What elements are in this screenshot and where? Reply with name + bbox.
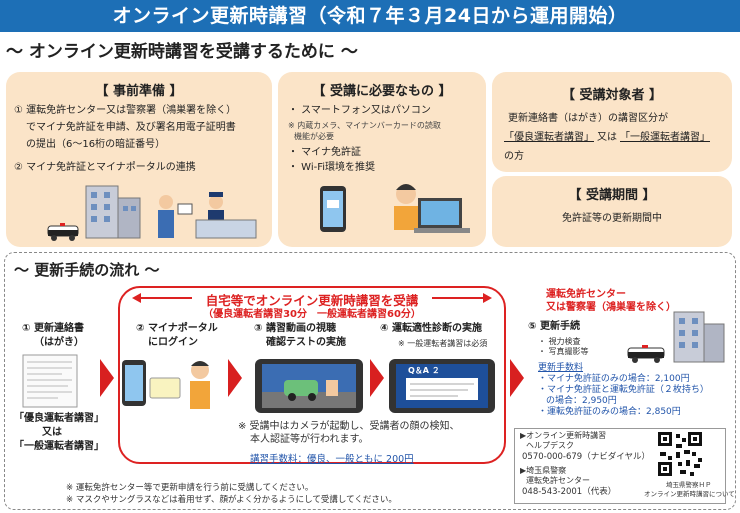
qr-caption-2: オンライン更新時講習について [644, 490, 735, 498]
online-course-box [118, 286, 506, 464]
period-panel: 【 受講期間 】 免許証等の更新期間中 [492, 176, 732, 247]
prep-title: 【 事前準備 】 [95, 84, 183, 99]
target-title: 【 受講対象者 】 [561, 88, 663, 103]
step1-or: 又は [42, 427, 62, 438]
step5-place-1: 運転免許センター [546, 289, 626, 300]
police-station-illustration [47, 185, 257, 241]
target-line-2: 「優良運転者講習」又は「一般運転者講習」 [504, 129, 710, 146]
step2-sub: にログイン [148, 337, 198, 348]
step4-label: ④ 運転適性診断の実施 [380, 323, 482, 334]
fee-both-amount: の場合：2,950円 [546, 396, 617, 406]
license-center-phone: 048-543-2001（代表） [522, 487, 617, 497]
target-line-1: 更新連絡書（はがき）の講習区分が [508, 113, 668, 124]
license-center-illustration [627, 311, 725, 363]
qr-code-icon[interactable] [656, 430, 704, 478]
course-fee-text: 講習手数料：優良、一般ともに 200円 [250, 454, 414, 465]
smartphone-pc-illustration [320, 184, 470, 233]
prep-line-3: の提出（6～16桁の暗証番号） [26, 139, 166, 150]
prep-line-4: ② マイナ免許証とマイナポータルの連携 [14, 162, 196, 173]
step5-photo: ・ 写真撮影等 [538, 347, 589, 356]
step5-place-2: 又は警察署（鴻巣署を除く） [546, 302, 676, 313]
course-fee: 講習手数料：優良、一般ともに 200円 [250, 454, 414, 466]
step1-label: ① 更新連絡書 [22, 323, 84, 334]
flow-section [4, 252, 736, 510]
target-panel: 【 受講対象者 】 更新連絡書（はがき）の講習区分が 「優良運転者講習」又は「一… [492, 72, 732, 172]
page-title: オンライン更新時講習（令和７年３月24日から運用開始） [112, 5, 628, 27]
helpdesk-phone: 0570-000-679（ナビダイヤル） [522, 452, 650, 462]
target-or: 又は [597, 132, 617, 143]
needs-note-2: 機能が必要 [294, 132, 334, 141]
footer-note-1: ※ 運転免許センター等で更新申請を行う前に受講してください。 [66, 483, 314, 493]
section-heading-flow: ～ 更新手続の流れ ～ [14, 261, 160, 279]
fee-mynumber-only: ・マイナ免許証のみの場合：2,100円 [538, 374, 690, 384]
helpdesk-sub: ヘルプデスク [526, 441, 574, 450]
prep-panel: 【 事前準備 】 ① 運転免許センター又は警察署（鴻巣署を除く） でマイナ免許証… [6, 72, 272, 247]
helpdesk-title: ▶オンライン更新時講習 [520, 431, 607, 440]
flow-arrow-3 [370, 359, 384, 397]
step1-course-general: 「一般運転者講習」 [14, 441, 104, 452]
needs-item-smartphone: ・ スマートフォン又はパソコン [288, 105, 431, 116]
renewal-fee-title-text: 更新手数料 [538, 363, 584, 373]
online-course-title: 自宅等でオンライン更新時講習を受講 [205, 293, 419, 308]
target-general-course: 「一般運転者講習」 [620, 132, 710, 143]
double-arrow-icon [132, 293, 492, 303]
police-title: ▶埼玉県警察 [520, 466, 567, 475]
section-heading-prep: ～ オンライン更新時講習を受講するために ～ [6, 42, 358, 62]
lecture-video-phone [255, 359, 363, 413]
license-center-name: 運転免許センター [526, 476, 590, 485]
target-excellent-course: 「優良運転者講習」 [504, 132, 594, 143]
login-illustration [122, 360, 210, 409]
step5-label: ⑤ 更新手続 [528, 321, 580, 332]
step5-eye-test: ・ 視力検査 [538, 337, 581, 346]
needs-title: 【 受講に必要なもの 】 [312, 84, 452, 99]
quiz-label: Q＆A ２ [408, 366, 440, 375]
step1-sub: （はがき） [34, 337, 84, 348]
footer-note-2: ※ マスクやサングラスなどは着用せず、顔がよく分かるようにして受講してください。 [66, 495, 397, 505]
needs-item-wifi: ・ Wi-Fi環境を推奨 [288, 162, 376, 173]
flow-arrow-2 [228, 359, 242, 397]
needs-panel: 【 受講に必要なもの 】 ・ スマートフォン又はパソコン ※ 内蔵カメラ、マイナ… [278, 72, 486, 247]
step2-label: ② マイナポータル [136, 323, 218, 334]
flow-arrow-1 [100, 359, 114, 397]
aptitude-test-phone [389, 359, 495, 413]
step3-label: ③ 講習動画の視聴 [254, 323, 336, 334]
needs-note-1: ※ 内蔵カメラ、マイナンバーカードの読取 [288, 121, 441, 130]
camera-note-1: ※ 受講中はカメラが起動し、受講者の顔の検知、 [238, 421, 460, 432]
flow-arrow-4 [510, 359, 524, 397]
renewal-fee-title: 更新手数料 [538, 363, 583, 374]
step1-course-excellent: 「優良運転者講習」 [14, 413, 104, 424]
postcard-icon [22, 354, 78, 408]
step4-note: ※ 一般運転者講習は必須 [398, 339, 488, 348]
prep-line-1: ① 運転免許センター又は警察署（鴻巣署を除く） [14, 105, 237, 116]
period-title: 【 受講期間 】 [568, 188, 656, 203]
camera-note-2: 本人認証等が行われます。 [250, 434, 369, 445]
step3-sub: 確認テストの実施 [266, 337, 346, 348]
qr-caption-1: 埼玉県警察ＨＰ [666, 481, 712, 489]
fee-license-only: ・運転免許証のみの場合：2,850円 [538, 407, 681, 417]
online-course-duration: （優良運転者講習30分 一般運転者講習60分） [203, 309, 421, 320]
title-banner: オンライン更新時講習（令和７年３月24日から運用開始） [0, 0, 740, 32]
period-line-1: 免許証等の更新期間中 [562, 213, 662, 224]
needs-item-mynumber: ・ マイナ免許証 [288, 147, 361, 158]
target-line-3: の方 [504, 151, 524, 162]
prep-line-2: でマイナ免許証を申請、及び署名用電子証明書 [26, 122, 236, 133]
fee-both: ・マイナ免許証と運転免許証（２枚持ち） [538, 385, 709, 395]
